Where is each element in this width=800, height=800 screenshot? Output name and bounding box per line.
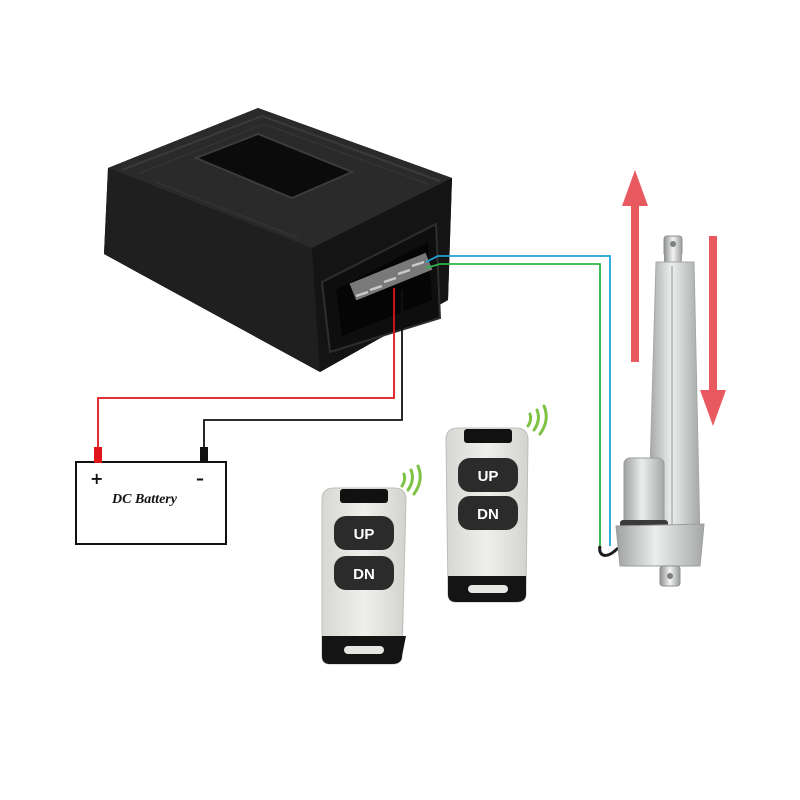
- up-arrow-icon: [622, 170, 648, 362]
- remote-2-up-button[interactable]: UP: [458, 458, 518, 492]
- remote-2-up-label: UP: [478, 468, 499, 485]
- remote-2-down-button[interactable]: DN: [458, 496, 518, 530]
- remote-1-down-label: DN: [353, 566, 375, 583]
- down-arrow-icon: [700, 236, 726, 426]
- controller-box: [104, 108, 452, 372]
- battery: + – DC Battery: [76, 447, 226, 544]
- battery-plus-sign: +: [90, 469, 103, 488]
- battery-negative-terminal: [200, 447, 208, 463]
- battery-label: DC Battery: [111, 492, 178, 507]
- battery-positive-terminal: [94, 447, 102, 463]
- remote-2-down-label: DN: [477, 506, 499, 523]
- remote-1-down-button[interactable]: DN: [334, 556, 394, 590]
- remote-1-up-label: UP: [354, 526, 375, 543]
- remote-control-1[interactable]: UP DN: [322, 466, 420, 664]
- signal-waves-icon: [528, 406, 546, 434]
- remote-1-up-button[interactable]: UP: [334, 516, 394, 550]
- battery-minus-sign: –: [196, 469, 204, 488]
- actuator-cable: [600, 546, 618, 555]
- remote-control-2[interactable]: UP DN: [446, 406, 546, 602]
- linear-actuator: [616, 236, 704, 586]
- signal-waves-icon: [402, 466, 420, 494]
